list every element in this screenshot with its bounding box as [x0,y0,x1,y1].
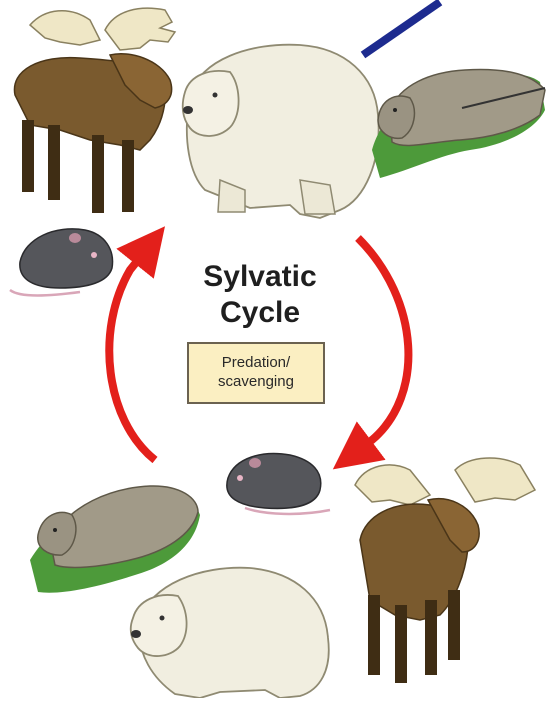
rodent-icon [10,229,113,296]
polar-bear-icon [131,568,329,698]
rodent-icon [227,454,330,514]
polar-bear-icon [183,45,379,218]
box-text-line1: Predation/ [222,354,290,373]
blue-connector-line [363,2,440,55]
cycle-arrow-left [109,245,155,460]
moose-icon [14,8,175,213]
diagram-title-line2: Cycle [160,298,360,328]
moose-icon [355,458,535,683]
cycle-arrow-right [352,238,408,455]
diagram-title-line1: Sylvatic [160,262,360,292]
box-text-line2: scavenging [218,373,294,392]
wolverine-icon [30,486,200,593]
predation-label-box: Predation/ scavenging [187,342,325,404]
wolverine-icon [372,70,545,178]
